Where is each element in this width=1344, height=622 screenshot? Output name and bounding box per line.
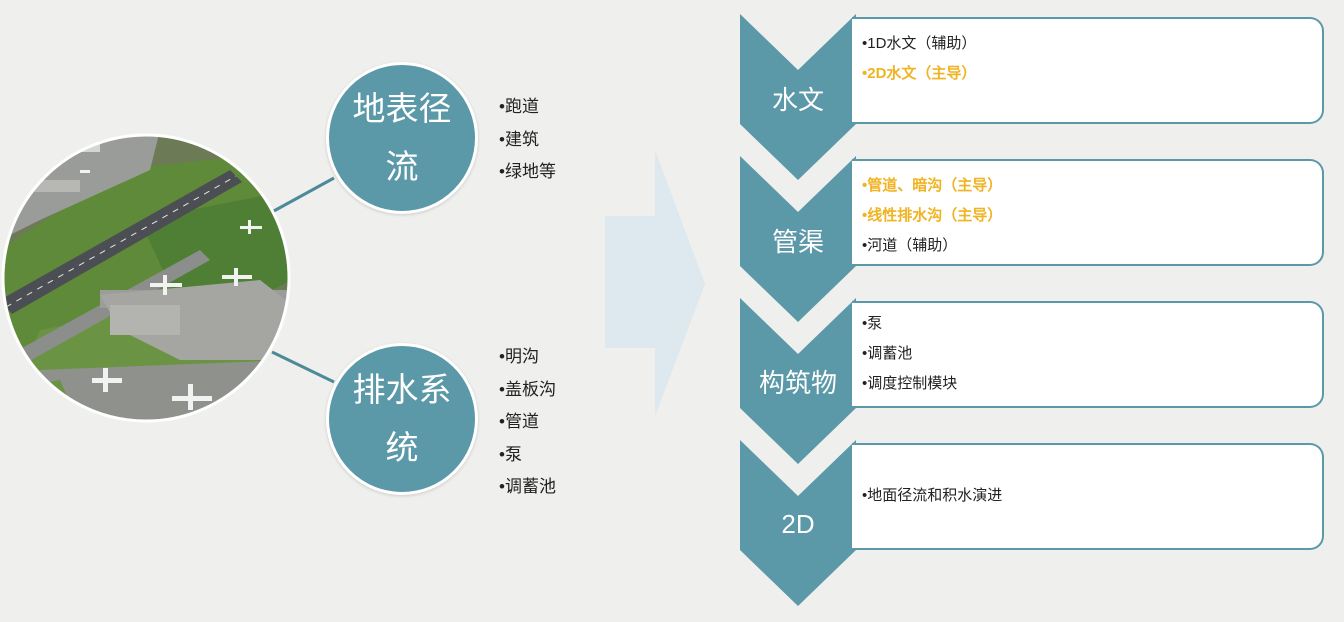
stage-label-pipes: 管渠 — [771, 227, 824, 257]
stage-chevron-structures — [740, 298, 856, 464]
stage-chevron-pipes — [740, 156, 856, 322]
surface-runoff-list: •跑道 •建筑 •绿地等 — [499, 91, 556, 189]
list-item: •跑道 — [499, 97, 539, 116]
stage-label-2d: 2D — [781, 509, 815, 539]
stage-box-pipes: •管道、暗沟（主导） •线性排水沟（主导） •河道（辅助） — [852, 159, 1324, 266]
list-item: •绿地等 — [499, 162, 556, 181]
transition-arrow-icon — [605, 150, 705, 416]
stage-item-highlight: •2D水文（主导） — [862, 65, 977, 82]
list-item: •泵 — [499, 444, 522, 464]
stage-label-structures: 构筑物 — [758, 368, 837, 398]
list-item: •建筑 — [499, 129, 539, 149]
stage-item: •泵 — [862, 315, 883, 332]
drainage-system-bubble: 排水系统 — [326, 343, 478, 495]
list-item: •调蓄池 — [499, 477, 556, 496]
surface-runoff-title: 地表径流 — [352, 90, 452, 185]
stage-item-highlight: •管道、暗沟（主导） — [862, 177, 1003, 194]
stage-box-2d: •地面径流和积水演进 — [852, 443, 1324, 550]
surface-runoff-bubble: 地表径流 — [326, 62, 478, 214]
list-item: •明沟 — [499, 347, 539, 366]
airport-aerial-photo — [0, 130, 292, 426]
list-item: •盖板沟 — [499, 379, 556, 399]
stage-item: •调度控制模块 — [862, 375, 958, 392]
stage-box-structures: •泵 •调蓄池 •调度控制模块 — [852, 301, 1324, 408]
stage-item: •地面径流和积水演进 — [862, 487, 1003, 504]
stage-item: •1D水文（辅助） — [862, 35, 977, 52]
drainage-system-title: 排水系统 — [352, 371, 452, 466]
stage-chevron-2d — [740, 440, 856, 606]
stage-chevron-hydrology — [740, 14, 856, 180]
stage-item: •调蓄池 — [862, 345, 913, 362]
list-item: •管道 — [499, 412, 539, 431]
stage-item: •河道（辅助） — [862, 237, 958, 254]
drainage-system-list: •明沟 •盖板沟 •管道 •泵 •调蓄池 — [499, 341, 556, 504]
stage-box-hydrology: •1D水文（辅助） •2D水文（主导） — [852, 17, 1324, 124]
stage-item-highlight: •线性排水沟（主导） — [862, 207, 1003, 224]
stage-label-hydrology: 水文 — [771, 85, 824, 115]
